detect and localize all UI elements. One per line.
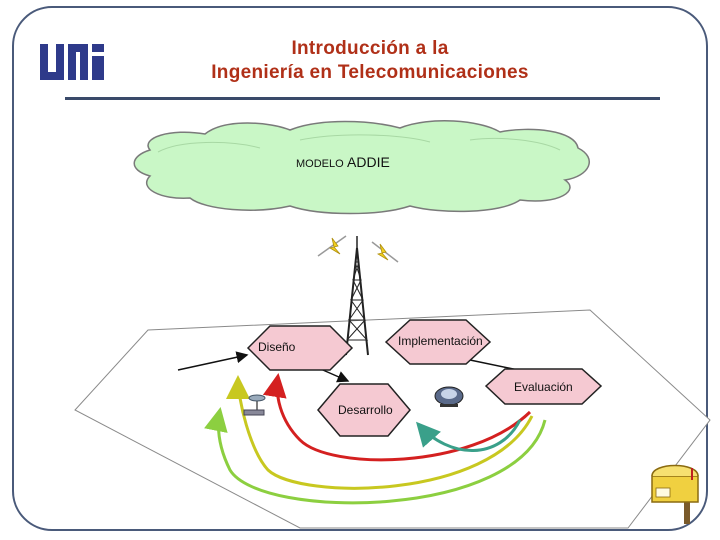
implementation-node — [384, 319, 492, 365]
design-label: Diseño — [258, 340, 296, 354]
arrow-red-feedback — [262, 373, 532, 462]
mailbox-icon — [651, 464, 699, 524]
monitor-icon — [434, 386, 464, 407]
development-node — [317, 383, 411, 437]
evaluation-node — [484, 368, 603, 405]
cloud-label-name: ADDIE — [347, 154, 390, 170]
evaluation-label: Evaluación — [514, 380, 573, 394]
satellite-dish-icon — [243, 394, 266, 416]
antenna-tower-icon — [345, 236, 369, 356]
slide-title-line-1: Introducción a la — [291, 38, 449, 59]
lightning-icon — [317, 235, 347, 257]
implementation-label: Implementación — [398, 334, 483, 348]
title-underline — [65, 97, 660, 100]
cloud-label: MODELO ADDIE — [296, 154, 390, 170]
development-label: Desarrollo — [338, 403, 393, 417]
arrow-teal-feedback — [416, 419, 522, 452]
arrow-yellow-feedback — [226, 375, 534, 490]
uni-logo-icon — [38, 42, 106, 82]
cloud-shape — [133, 120, 590, 215]
arrow-to-design — [177, 351, 249, 371]
cloud-label-prefix: MODELO — [296, 158, 344, 170]
slide-frame — [12, 6, 708, 531]
slide-title-line-2: Ingeniería en Telecomunicaciones — [211, 62, 529, 83]
design-node — [246, 325, 354, 371]
lightning-icon — [371, 241, 399, 263]
arrow-green-feedback — [204, 407, 547, 505]
